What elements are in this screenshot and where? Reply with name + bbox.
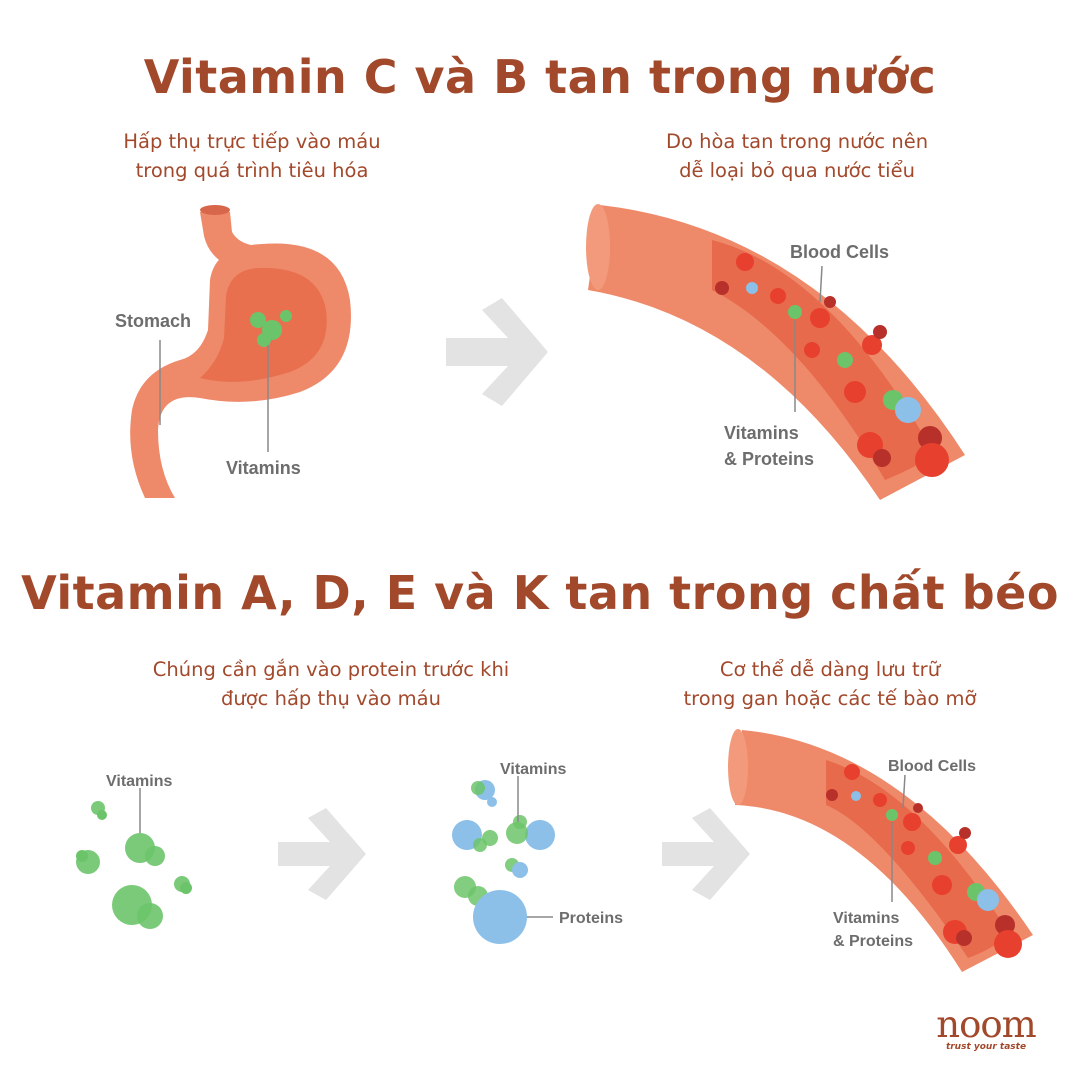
blood-vessel-top: Blood Cells Vitamins & Proteins xyxy=(586,204,965,500)
caption-line: Do hòa tan trong nước nên xyxy=(665,130,929,153)
caption-line: Chúng cần gắn vào protein trước khi xyxy=(152,658,510,681)
caption-line: trong quá trình tiêu hóa xyxy=(135,159,369,182)
caption-line: Hấp thụ trực tiếp vào máu xyxy=(123,130,381,153)
arrow-icon xyxy=(662,808,750,900)
label-stomach: Stomach xyxy=(115,311,191,331)
caption-urine-removal: Do hòa tan trong nước nên dễ loại bỏ qua… xyxy=(607,127,987,185)
title-water-soluble: Vitamin C và B tan trong nước xyxy=(143,50,937,104)
caption-absorb-blood: Hấp thụ trực tiếp vào máu trong quá trìn… xyxy=(72,127,432,185)
logo-wordmark: noom xyxy=(936,1003,1036,1046)
label-proteins: & Proteins xyxy=(724,449,814,469)
label-proteins: & Proteins xyxy=(833,933,913,950)
blood-vessel-bottom: Blood Cells Vitamins & Proteins xyxy=(728,729,1033,972)
caption-line: trong gan hoặc các tế bào mỡ xyxy=(683,687,977,710)
caption-line: dễ loại bỏ qua nước tiểu xyxy=(679,159,915,182)
title-fat-soluble: Vitamin A, D, E và K tan trong chất béo xyxy=(21,566,1059,620)
label-vitamins: Vitamins xyxy=(106,773,173,790)
logo-tagline: trust your taste xyxy=(945,1042,1027,1052)
brand-logo: noom trust your taste xyxy=(926,1003,1046,1053)
stomach-illustration: Stomach Vitamins xyxy=(115,205,351,498)
arrow-icon xyxy=(446,298,548,406)
label-blood-cells: Blood Cells xyxy=(790,242,889,262)
caption-bind-protein: Chúng cần gắn vào protein trước khi được… xyxy=(111,655,551,713)
label-vitamins: Vitamins xyxy=(500,761,567,778)
label-vitamins: Vitamins xyxy=(833,910,900,927)
arrow-icon xyxy=(278,808,366,900)
caption-line: Cơ thể dễ dàng lưu trữ xyxy=(719,658,941,681)
label-proteins: Proteins xyxy=(559,910,623,927)
free-vitamins-cluster: Vitamins xyxy=(76,773,192,929)
label-blood-cells: Blood Cells xyxy=(888,758,976,775)
label-vitamins: Vitamins xyxy=(226,458,301,478)
caption-line: được hấp thụ vào máu xyxy=(221,687,441,710)
caption-storage: Cơ thể dễ dàng lưu trữ trong gan hoặc cá… xyxy=(650,655,1010,713)
label-vitamins: Vitamins xyxy=(724,423,799,443)
vitamins-proteins-cluster: Vitamins Proteins xyxy=(452,761,623,944)
